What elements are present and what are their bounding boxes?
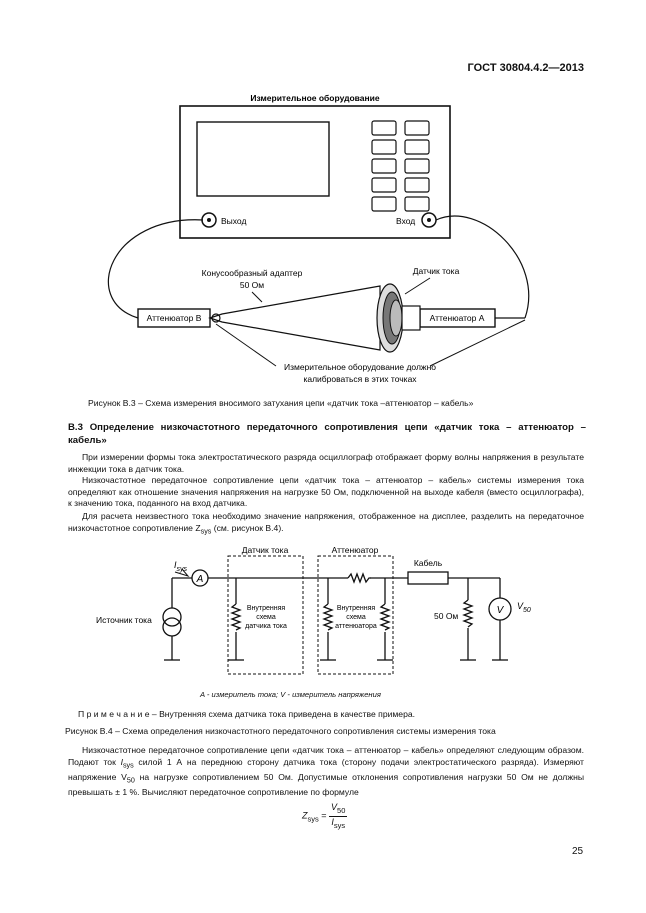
standard-header: ГОСТ 30804.4.2—2013 (467, 62, 585, 74)
display-screen (196, 121, 330, 197)
voltmeter-label: V (497, 605, 505, 616)
adapter-label-2: 50 Ом (240, 280, 264, 290)
svg-text:схема: схема (346, 614, 366, 621)
load-label: 50 Ом (434, 611, 458, 621)
figure-b4-legend: A - измеритель тока; V - измеритель напр… (200, 690, 381, 699)
output-label: Выход (221, 216, 246, 226)
attenuator-b-label: Аттенюатор В (147, 313, 202, 323)
conical-adapter (208, 285, 381, 351)
figure-b3: Измерительное оборудование Выход Вход Ат… (107, 93, 530, 384)
sensor-dashed-box (227, 555, 304, 675)
isys-label: Isys (174, 560, 188, 573)
section-b3-title: В.3 Определение низкочастотного передато… (68, 422, 586, 446)
cable-label: Кабель (414, 558, 443, 568)
attenuator-dashed-box (317, 555, 394, 675)
attenuator-box-label: Аттенюатор (332, 545, 379, 555)
paragraph-4: Низкочастотное передаточное сопротивлени… (68, 745, 584, 798)
adapter-label-1: Конусообразный адаптер (202, 268, 303, 278)
equipment-buttons (371, 120, 430, 212)
paragraph-3: Для расчета неизвестного тока необходимо… (68, 511, 584, 536)
svg-text:Внутренняя: Внутренняя (247, 605, 286, 612)
svg-text:датчика тока: датчика тока (245, 623, 287, 630)
cable-left (107, 219, 204, 319)
current-sensor (376, 283, 421, 353)
svg-text:схема: схема (256, 614, 276, 621)
voltmeter-symbol (488, 597, 512, 621)
sensor-box-label: Датчик тока (242, 545, 289, 555)
paragraph-1: При измерении формы тока электростатичес… (68, 452, 584, 474)
figure-b4-note: П р и м е ч а н и е – Внутренняя схема д… (78, 709, 416, 719)
figure-b3-caption: Рисунок В.3 – Схема измерения вносимого … (88, 398, 474, 408)
source-label: Источник тока (96, 615, 152, 625)
svg-text:Внутренняя: Внутренняя (337, 605, 376, 612)
calibration-note-1: Измерительное оборудование должно (284, 362, 436, 372)
page-number: 25 (572, 846, 584, 857)
current-source-symbol (162, 607, 182, 637)
input-label: Вход (396, 216, 415, 226)
paragraph-2: Низкочастотное передаточное сопротивлени… (68, 475, 584, 509)
equipment-box (179, 105, 451, 239)
calibration-note-2: калиброваться в этих точках (303, 374, 417, 384)
figure-b4: A V Isys V50 Датчик тока Аттенюатор Кабе… (96, 545, 531, 675)
sensor-label: Датчик тока (413, 266, 460, 276)
cable-right (435, 215, 530, 319)
ammeter-symbol (191, 569, 209, 587)
figure-b4-caption: Рисунок В.4 – Схема определения низкочас… (65, 726, 496, 736)
svg-text:аттенюатора: аттенюатора (335, 623, 377, 630)
v50-label: V50 (517, 601, 531, 614)
ammeter-label: A (196, 574, 204, 585)
attenuator-a-label: Аттенюатор А (430, 313, 485, 323)
equipment-label: Измерительное оборудование (250, 93, 380, 103)
